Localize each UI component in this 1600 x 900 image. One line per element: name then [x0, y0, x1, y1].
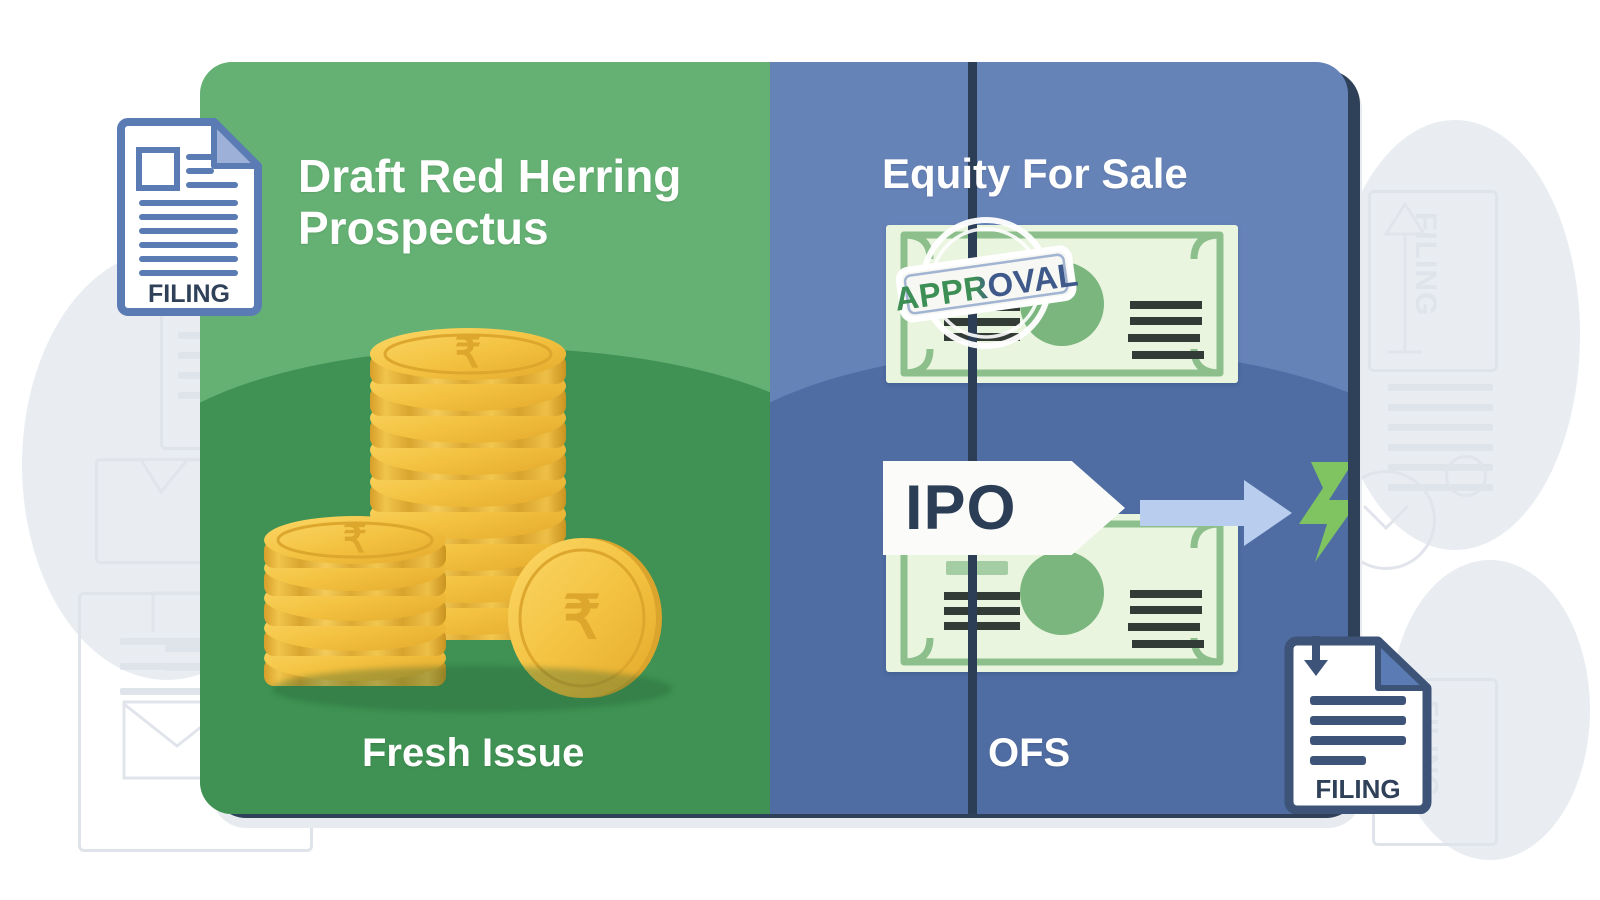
banknote-portrait-circle	[1020, 551, 1104, 635]
watermark-filing-box-right	[1368, 190, 1498, 372]
watermark-upload-arrow-icon	[1383, 201, 1427, 354]
watermark-line	[1388, 384, 1493, 391]
watermark-circle-right	[1445, 455, 1487, 497]
left-panel-heading: Draft Red Herring Prospectus	[298, 150, 682, 255]
rupee-symbol: ₹	[455, 329, 482, 376]
watermark-line	[1388, 464, 1493, 471]
watermark-line	[1388, 444, 1493, 451]
left-panel-footer-label: Fresh Issue	[362, 731, 585, 775]
filing-doc-top-left-icon: FILING	[117, 118, 262, 316]
watermark-chevron-down-icon	[1362, 504, 1410, 531]
filing-doc-top-left: FILING	[114, 118, 262, 321]
download-arrow-icon	[1304, 636, 1328, 676]
watermark-line	[1388, 424, 1493, 431]
filing-doc-bottom-right: FILING	[1282, 636, 1434, 819]
coin-stack-short: ₹	[264, 516, 446, 686]
banknote-denomination-bar	[946, 561, 1008, 575]
watermark-blob-right	[1330, 120, 1580, 550]
flow-double-chevron-icon	[1299, 462, 1348, 562]
panel-fresh-issue: Draft Red Herring Prospectus	[200, 62, 770, 814]
approval-stamp: APPROVAL	[892, 217, 1081, 349]
filing-doc-bottom-right-icon: FILING	[1284, 636, 1432, 815]
ipo-banner-label: IPO	[905, 472, 1017, 543]
panel-divider	[968, 62, 977, 814]
coins-svg: ₹	[264, 328, 662, 698]
watermark-line	[1388, 484, 1493, 491]
rupee-symbol: ₹	[343, 519, 367, 561]
filing-doc-bottom-right-label: FILING	[1315, 774, 1400, 804]
rupee-coin-stack-illustration: ₹	[262, 308, 682, 712]
right-panel-heading: Equity For Sale	[882, 150, 1188, 197]
comparison-card: Draft Red Herring Prospectus	[200, 62, 1348, 814]
watermark-line	[1388, 404, 1493, 411]
filing-doc-top-left-label: FILING	[148, 280, 230, 308]
watermark-filing-label: FILING	[1409, 212, 1442, 317]
flow-right-arrow-icon	[1140, 480, 1292, 546]
rupee-symbol: ₹	[563, 584, 601, 651]
panel-ofs: Equity For Sale	[770, 62, 1348, 814]
coin-stack-shadow	[272, 666, 672, 712]
coin-leaning: ₹	[508, 538, 662, 698]
right-panel-footer-label: OFS	[988, 731, 1071, 775]
ipo-banner: IPO	[883, 461, 1125, 555]
